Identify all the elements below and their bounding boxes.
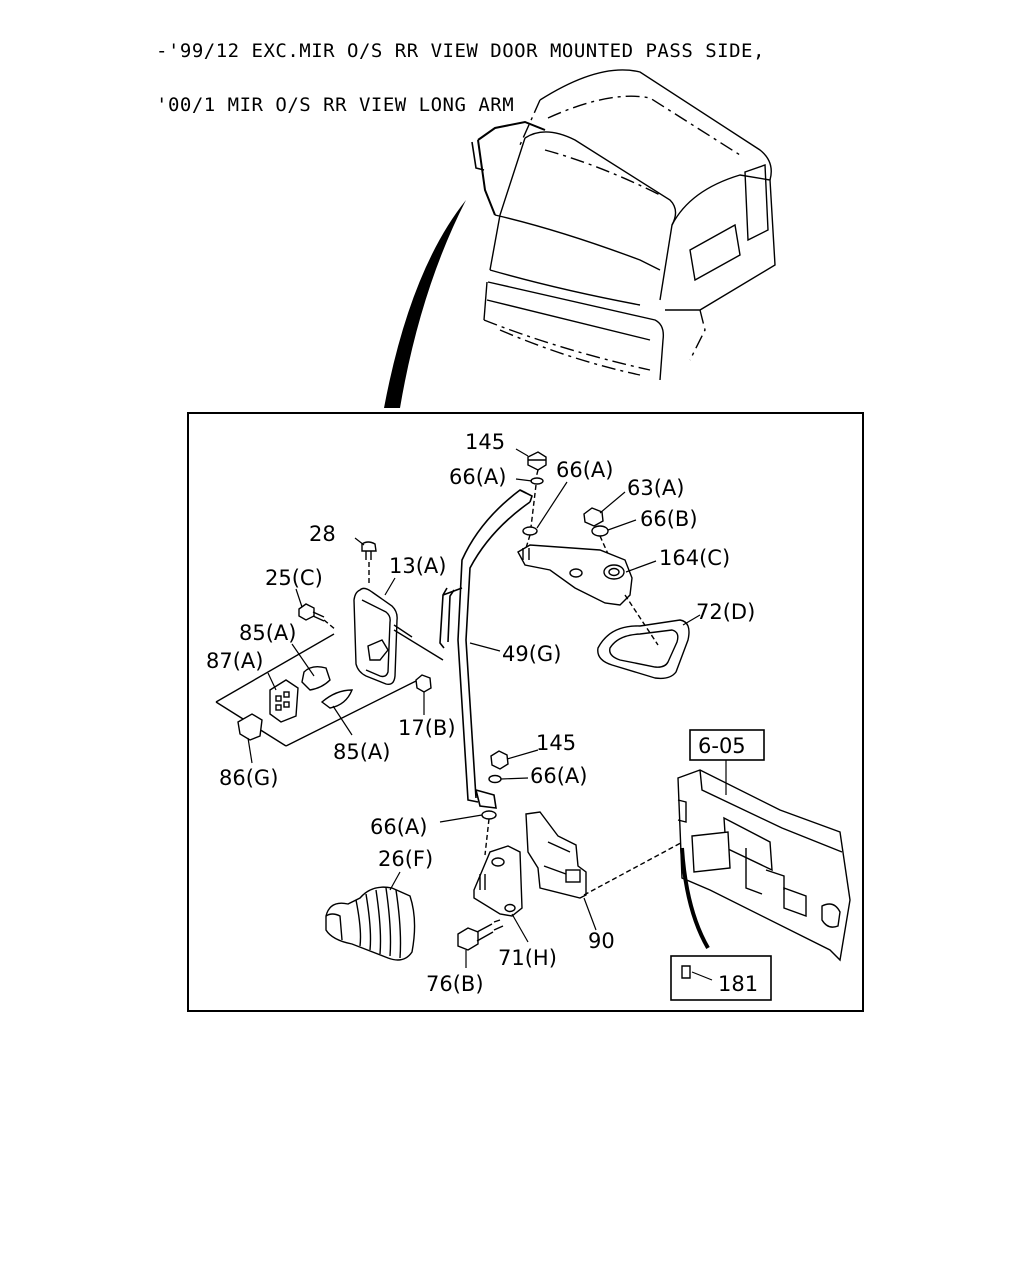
part-85a-pad-2 — [320, 689, 354, 709]
label-66b: 66(B) — [640, 507, 698, 531]
detail-pointer-arrow — [384, 200, 466, 408]
part-49g-mirror-arm — [439, 489, 533, 809]
part-13a-mirror — [353, 587, 444, 686]
header-line-1: -'99/12 EXC.MIR O/S RR VIEW DOOR MOUNTED… — [156, 40, 765, 62]
part-71h-bracket — [473, 845, 523, 917]
label-17b: 17(B) — [398, 716, 456, 740]
truck-cab-illustration — [471, 69, 776, 381]
part-145-nut-top — [527, 451, 547, 471]
label-164c: 164(C) — [659, 546, 730, 570]
ref-181-clip-icon — [681, 965, 691, 979]
ref-6-05-box — [689, 729, 765, 761]
label-145-mid: 145 — [536, 731, 576, 755]
part-86g-clip — [237, 713, 263, 741]
ref-6-05-panel — [677, 769, 851, 962]
label-26f: 26(F) — [378, 847, 433, 871]
label-66a-2: 66(A) — [556, 458, 613, 482]
label-90: 90 — [588, 929, 615, 953]
part-72d-gasket — [597, 619, 690, 680]
label-85a-2: 85(A) — [333, 740, 390, 764]
label-49g: 49(G) — [502, 642, 561, 666]
label-71h: 71(H) — [498, 946, 557, 970]
part-66a-washer-4 — [481, 810, 497, 820]
part-90-bracket — [525, 811, 587, 899]
ref-181-box — [670, 955, 772, 1001]
part-87a-block — [269, 679, 299, 723]
part-145-nut-mid — [490, 750, 509, 770]
part-17b-nut — [415, 674, 432, 693]
label-72d: 72(D) — [696, 600, 755, 624]
part-25c-bolt — [298, 603, 337, 631]
label-66a-3: 66(A) — [530, 764, 587, 788]
label-66a-4: 66(A) — [370, 815, 427, 839]
label-63a: 63(A) — [627, 476, 684, 500]
label-28: 28 — [309, 522, 336, 546]
diagram-header: -'99/12 EXC.MIR O/S RR VIEW DOOR MOUNTED… — [156, 6, 765, 132]
part-66a-washer-3 — [488, 774, 502, 784]
part-76b-bolt — [457, 919, 504, 951]
part-28-screw — [361, 541, 377, 585]
part-164c-bracket — [517, 544, 633, 606]
part-66b-washer — [591, 525, 609, 537]
label-ref-6-05: 6-05 — [698, 734, 746, 758]
label-66a-1: 66(A) — [449, 465, 506, 489]
label-25c: 25(C) — [265, 566, 323, 590]
label-85a-1: 85(A) — [239, 621, 296, 645]
detail-frame — [187, 412, 864, 1012]
part-66a-washer-1 — [530, 477, 544, 485]
part-26f-rubber-boot — [325, 886, 416, 961]
label-145-top: 145 — [465, 430, 505, 454]
part-66a-washer-2 — [522, 526, 538, 536]
part-85a-clip-1 — [301, 665, 331, 691]
label-87a: 87(A) — [206, 649, 263, 673]
label-76b: 76(B) — [426, 972, 484, 996]
callout-labels: 145 66(A) 66(A) 63(A) 66(B) 28 13(A) 164… — [206, 430, 758, 996]
header-line-2: '00/1 MIR O/S RR VIEW LONG ARM — [156, 94, 515, 116]
label-13a: 13(A) — [389, 554, 446, 578]
part-63a-nut — [583, 507, 604, 527]
ref-181-pointer — [680, 847, 710, 950]
label-ref-181: 181 — [718, 972, 758, 996]
leader-lines — [247, 448, 727, 981]
label-86g: 86(G) — [219, 766, 278, 790]
